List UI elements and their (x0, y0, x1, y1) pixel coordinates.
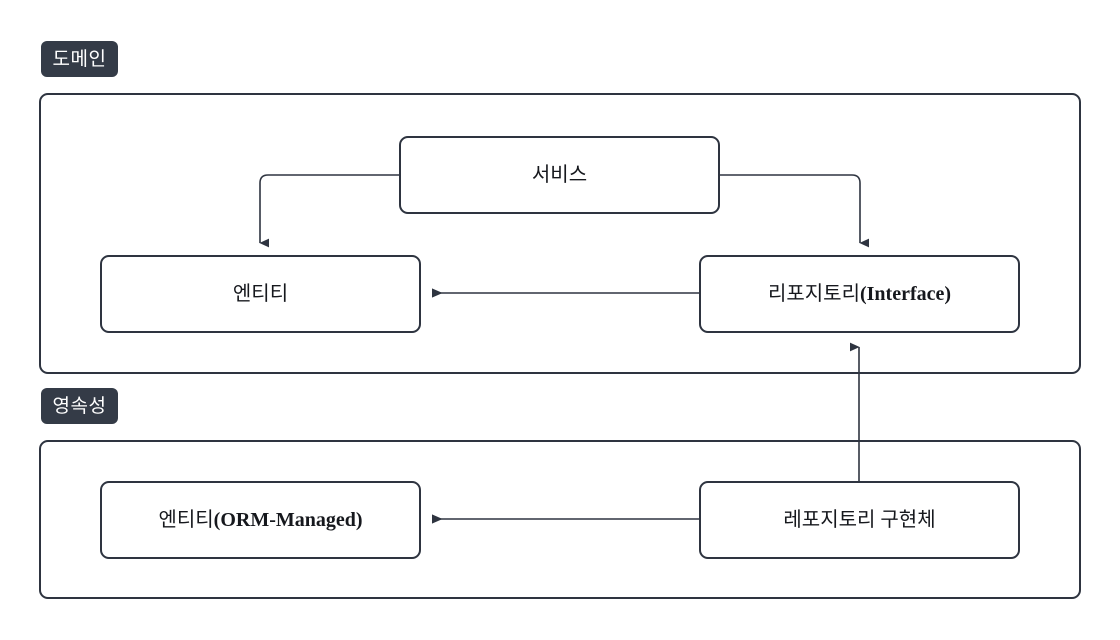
node-entity-label: 엔티티 (233, 282, 288, 306)
node-entity-orm-label: 엔티티(ORM-Managed) (158, 508, 362, 532)
layer-badge-persistence: 영속성 (41, 388, 118, 424)
node-service[interactable]: 서비스 (399, 136, 720, 214)
node-service-label-text: 서비스 (531, 164, 588, 186)
node-entity-orm[interactable]: 엔티티(ORM-Managed) (100, 481, 421, 559)
node-repository-interface-label-text: 리포지토리 (767, 283, 860, 305)
layer-badge-persistence-label: 영속성 (52, 395, 107, 417)
node-entity-orm-label-text: 엔티티 (158, 509, 214, 531)
node-service-label: 서비스 (532, 163, 587, 187)
node-repository-impl-label-text: 레포지토리 구현체 (783, 509, 936, 531)
node-entity[interactable]: 엔티티 (100, 255, 421, 333)
node-entity-label-text: 엔티티 (232, 283, 289, 305)
layer-badge-domain: 도메인 (41, 41, 118, 77)
node-repository-impl[interactable]: 레포지토리 구현체 (699, 481, 1020, 559)
node-repository-interface[interactable]: 리포지토리(Interface) (699, 255, 1020, 333)
node-entity-orm-label-suffix: (ORM-Managed) (213, 509, 363, 531)
node-repository-impl-label: 레포지토리 구현체 (783, 508, 935, 532)
layer-badge-domain-label: 도메인 (52, 48, 107, 70)
node-repository-interface-label: 리포지토리(Interface) (768, 282, 951, 306)
node-repository-interface-label-suffix: (Interface) (859, 283, 952, 305)
